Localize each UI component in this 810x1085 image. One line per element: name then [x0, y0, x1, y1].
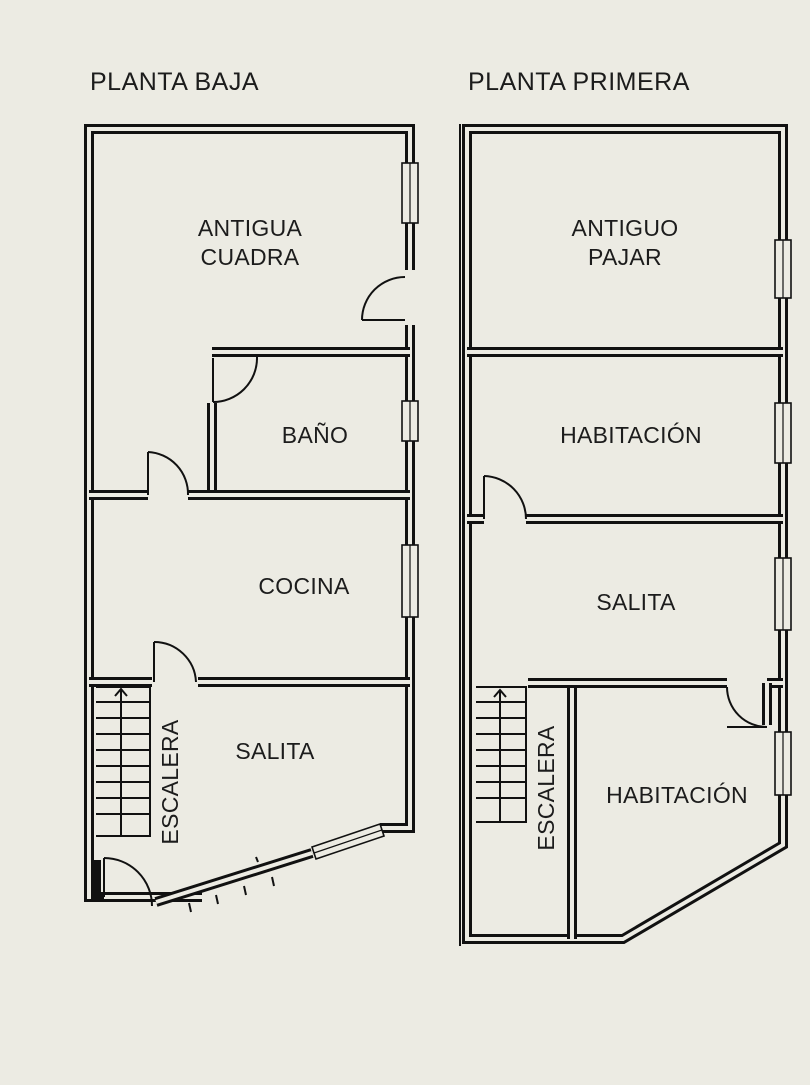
ground-floor-title: PLANTA BAJA: [90, 68, 259, 96]
ground-window-1: [401, 162, 419, 224]
room-label-antiguo-pajar-line2: PAJAR: [588, 244, 662, 270]
first-window-2: [774, 402, 792, 464]
room-label-escalera-ground: ESCALERA: [157, 719, 183, 844]
ground-door-entrance: [103, 857, 153, 907]
first-door-habitacion: [726, 686, 768, 728]
ground-window-3: [401, 544, 419, 618]
room-label-salita-first: SALITA: [596, 589, 676, 615]
ground-wall-ticks: [188, 856, 275, 913]
room-label-salita-ground: SALITA: [235, 738, 315, 764]
first-door-salita: [483, 475, 527, 520]
ground-staircase: [96, 686, 151, 837]
room-label-cocina: COCINA: [258, 573, 350, 599]
first-window-4: [774, 731, 792, 796]
room-label-antiguo-pajar-line1: ANTIGUO: [572, 215, 679, 241]
room-label-antigua-cuadra-line2: CUADRA: [201, 244, 300, 270]
ground-door-salita: [153, 640, 197, 683]
first-staircase: [476, 686, 527, 823]
first-floor-plan: [459, 124, 792, 946]
ground-floor-plan: [84, 124, 419, 913]
ground-door-cuadra: [361, 276, 406, 321]
first-interior-walls: [467, 347, 783, 939]
room-label-habitacion-bottom: HABITACIÓN: [606, 782, 748, 808]
ground-interior-walls: [89, 347, 410, 687]
room-label-habitacion-top: HABITACIÓN: [560, 422, 702, 448]
ground-window-2: [401, 400, 419, 442]
first-window-3: [774, 557, 792, 631]
room-label-bano: BAÑO: [282, 422, 348, 448]
room-label-escalera-first: ESCALERA: [533, 725, 559, 850]
ground-door-bano: [212, 356, 258, 403]
ground-outer-walls: [84, 124, 415, 907]
ground-window-4: [310, 822, 386, 861]
ground-door-cocina: [147, 451, 190, 496]
first-window-1: [774, 239, 792, 299]
first-floor-title: PLANTA PRIMERA: [468, 68, 690, 96]
room-label-antigua-cuadra-line1: ANTIGUA: [198, 215, 303, 241]
